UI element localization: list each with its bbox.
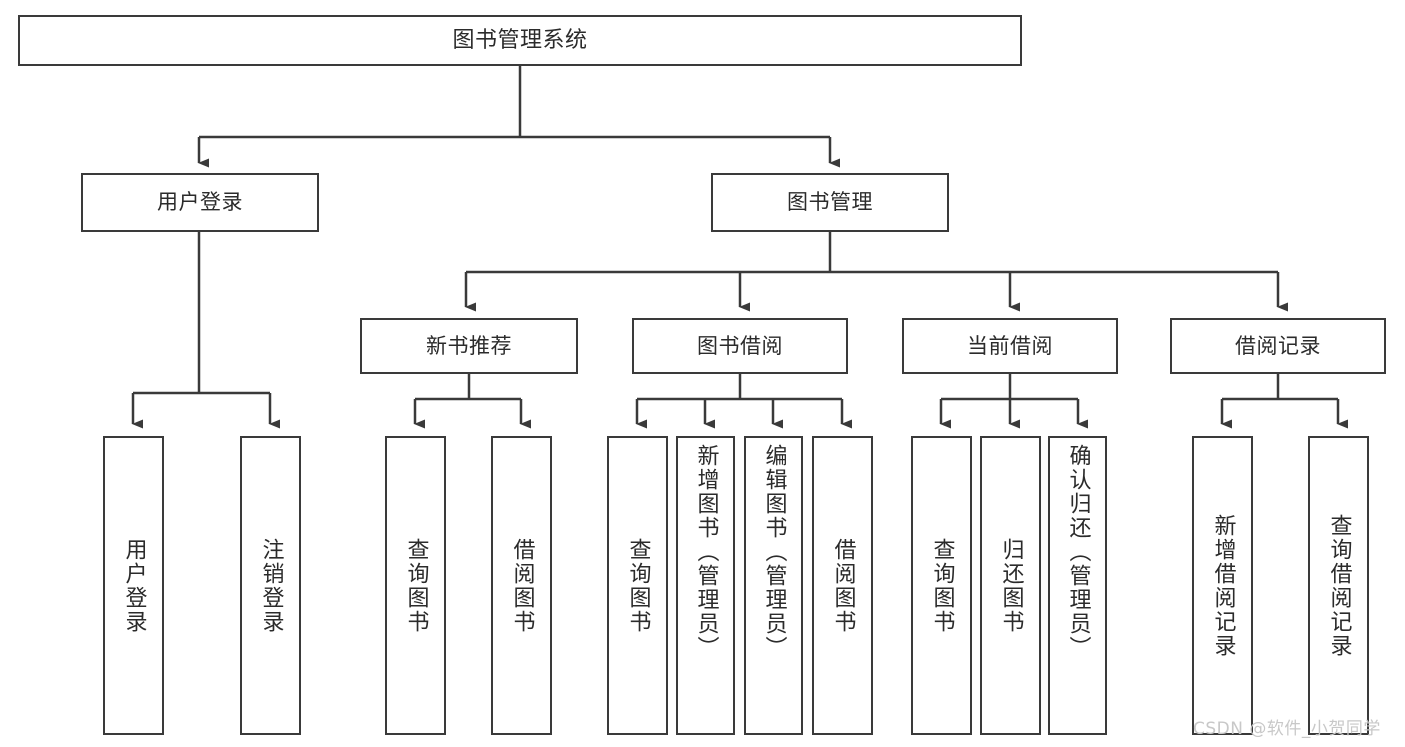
node-book-borrow[interactable]: 图书借阅 xyxy=(632,318,848,374)
node-root-label: 图书管理系统 xyxy=(452,27,588,53)
leaf-borrow-record-query-label: 查询借阅记录 xyxy=(1326,513,1352,658)
leaf-borrow-record-query[interactable]: 查询借阅记录 xyxy=(1308,436,1369,735)
leaf-new-book-borrow-label: 借阅图书 xyxy=(509,537,535,634)
leaf-book-borrow-lend-label: 借阅图书 xyxy=(830,537,856,634)
leaf-book-borrow-add[interactable]: 新增图书（管理员） xyxy=(676,436,735,735)
leaf-new-book-borrow[interactable]: 借阅图书 xyxy=(491,436,552,735)
node-root[interactable]: 图书管理系统 xyxy=(18,15,1022,66)
leaf-book-borrow-edit[interactable]: 编辑图书（管理员） xyxy=(744,436,803,735)
node-current-borrow[interactable]: 当前借阅 xyxy=(902,318,1118,374)
node-user-login-label: 用户登录 xyxy=(157,190,243,215)
leaf-current-borrow-confirm-label: 确认归还（管理员） xyxy=(1065,444,1091,660)
node-user-login[interactable]: 用户登录 xyxy=(81,173,319,232)
node-book-borrow-label: 图书借阅 xyxy=(697,333,783,358)
leaf-book-borrow-query-label: 查询图书 xyxy=(625,537,651,634)
leaf-user-login-signin-label: 用户登录 xyxy=(121,537,147,634)
leaf-current-borrow-query[interactable]: 查询图书 xyxy=(911,436,972,735)
leaf-borrow-record-add-label: 新增借阅记录 xyxy=(1210,513,1236,658)
leaf-book-borrow-add-label: 新增图书（管理员） xyxy=(693,444,719,660)
csdn-watermark: CSDN @软件_小贺同学 xyxy=(1193,719,1381,739)
leaf-user-login-signin[interactable]: 用户登录 xyxy=(103,436,164,735)
node-borrow-record[interactable]: 借阅记录 xyxy=(1170,318,1386,374)
leaf-book-borrow-edit-label: 编辑图书（管理员） xyxy=(761,444,787,660)
leaf-current-borrow-return-label: 归还图书 xyxy=(998,537,1024,634)
leaf-book-borrow-lend[interactable]: 借阅图书 xyxy=(812,436,873,735)
node-book-management-label: 图书管理 xyxy=(787,190,873,215)
node-book-management[interactable]: 图书管理 xyxy=(711,173,949,232)
node-new-book-recommend-label: 新书推荐 xyxy=(426,333,512,358)
leaf-book-borrow-query[interactable]: 查询图书 xyxy=(607,436,668,735)
leaf-current-borrow-return[interactable]: 归还图书 xyxy=(980,436,1041,735)
leaf-current-borrow-confirm[interactable]: 确认归还（管理员） xyxy=(1048,436,1107,735)
leaf-current-borrow-query-label: 查询图书 xyxy=(929,537,955,634)
leaf-user-login-signout-label: 注销登录 xyxy=(258,537,284,634)
leaf-borrow-record-add[interactable]: 新增借阅记录 xyxy=(1192,436,1253,735)
node-current-borrow-label: 当前借阅 xyxy=(967,333,1053,358)
node-borrow-record-label: 借阅记录 xyxy=(1235,333,1321,358)
node-new-book-recommend[interactable]: 新书推荐 xyxy=(360,318,578,374)
leaf-user-login-signout[interactable]: 注销登录 xyxy=(240,436,301,735)
leaf-new-book-query[interactable]: 查询图书 xyxy=(385,436,446,735)
leaf-new-book-query-label: 查询图书 xyxy=(403,537,429,634)
